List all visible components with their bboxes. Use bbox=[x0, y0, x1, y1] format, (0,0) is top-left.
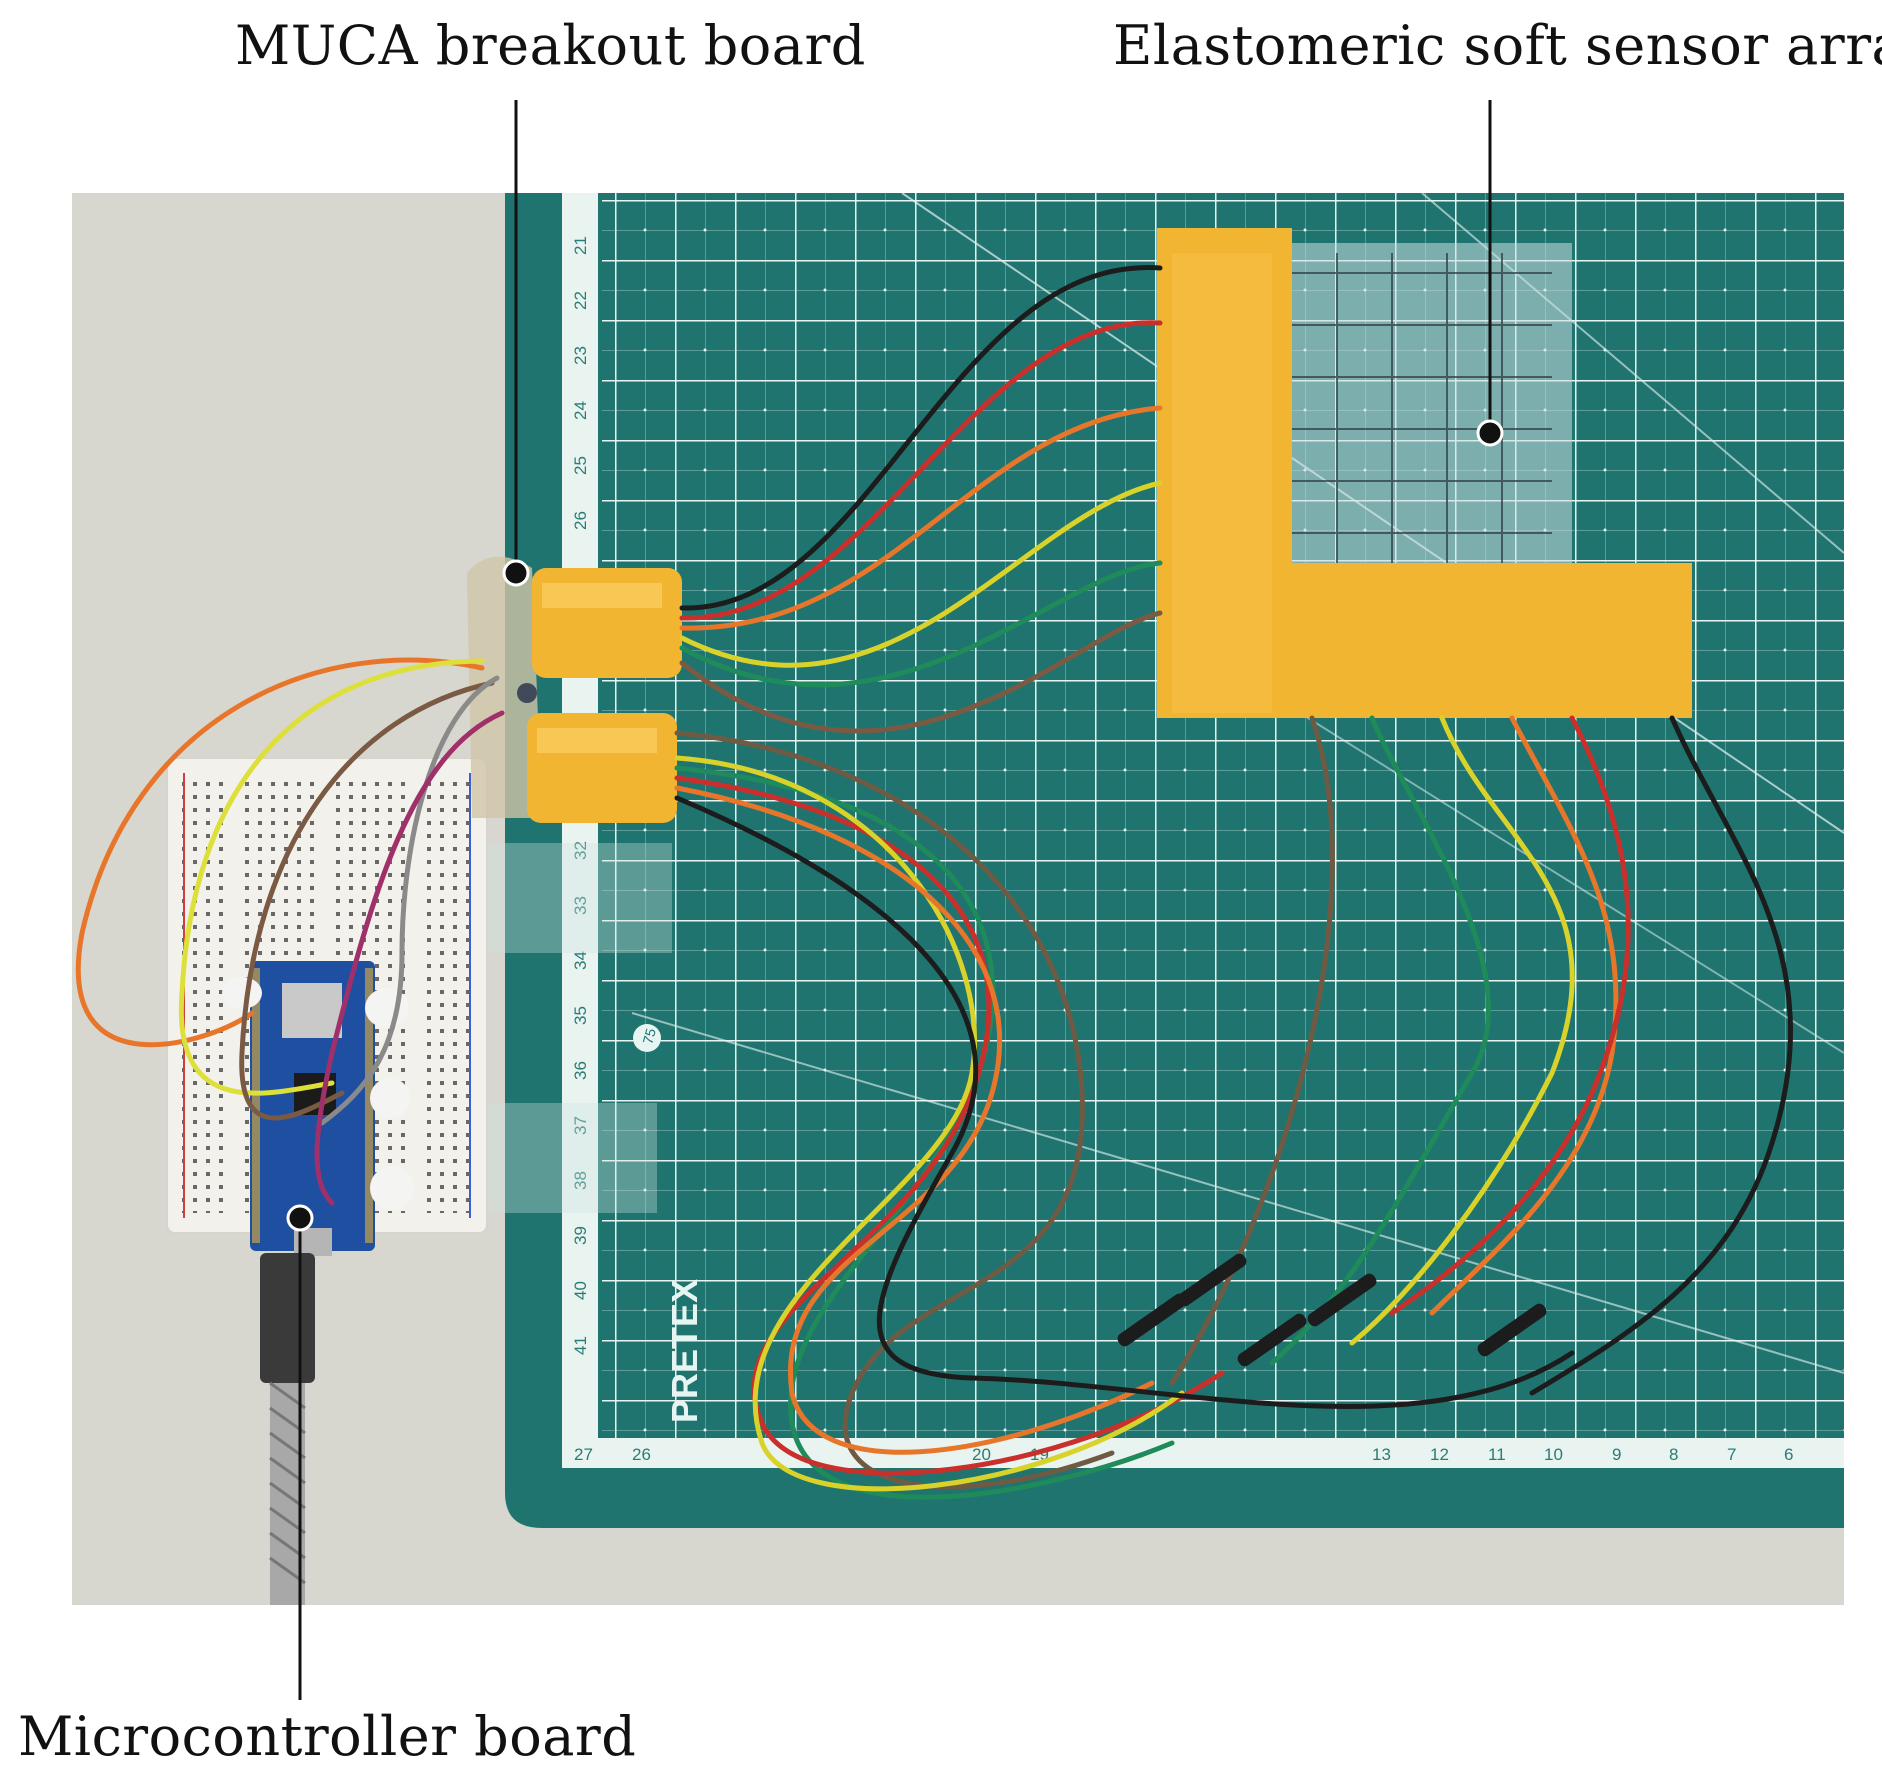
wire-black bbox=[679, 265, 1163, 611]
ruler-left-35: 35 bbox=[571, 1006, 590, 1025]
wire-orange-jumper bbox=[75, 657, 485, 1048]
wire-connector bbox=[1237, 1313, 1307, 1367]
wire-connector bbox=[1117, 1293, 1187, 1347]
ruler-bottom-11: 11 bbox=[1488, 1445, 1506, 1464]
muca-breakout-board-label: MUCA breakout board bbox=[235, 14, 866, 77]
wire-yellow bbox=[679, 480, 1163, 668]
setup-photo: 21 22 23 24 25 26 32 33 34 35 36 37 38 3… bbox=[72, 193, 1844, 1605]
angle-mark-75: 75 bbox=[639, 1026, 659, 1045]
wire-connector bbox=[1177, 1253, 1247, 1307]
elastomeric-sensor-array bbox=[1157, 228, 1692, 718]
ruler-left-39: 39 bbox=[571, 1226, 590, 1245]
wire-yellow-loop bbox=[674, 755, 1185, 1492]
clear-tape-strip bbox=[472, 843, 672, 953]
ruler-left-26: 26 bbox=[571, 511, 590, 530]
wire-purple-jumper bbox=[314, 710, 505, 1206]
mat-brand: PRETEX bbox=[664, 1279, 705, 1423]
wire-red-loop bbox=[674, 775, 1225, 1476]
wire-connector bbox=[1307, 1273, 1377, 1327]
wire-red bbox=[679, 320, 1163, 621]
sensor-leader-dot bbox=[1476, 419, 1504, 447]
wire-connector bbox=[1477, 1303, 1547, 1357]
ruler-left-24: 24 bbox=[571, 401, 590, 420]
wire-black-loop bbox=[674, 795, 1575, 1409]
ruler-bottom-20: 20 bbox=[972, 1445, 991, 1464]
wire-sensor-black bbox=[1529, 715, 1793, 1396]
wire-brown-loop bbox=[674, 730, 1115, 1490]
ruler-left-38: 38 bbox=[571, 1171, 590, 1190]
ruler-bottom-27: 27 bbox=[574, 1445, 593, 1464]
wire-green bbox=[679, 560, 1163, 688]
wire-sensor-green bbox=[1269, 715, 1491, 1366]
ruler-left-32: 32 bbox=[571, 841, 590, 860]
clear-tape-strip bbox=[477, 1103, 657, 1213]
wire-sensor-red bbox=[1389, 715, 1631, 1316]
wire-sensor-orange bbox=[1429, 715, 1619, 1316]
mounting-putty bbox=[222, 977, 414, 1210]
mcu-leader-dot bbox=[286, 1204, 314, 1232]
ruler-bottom-10: 10 bbox=[1544, 1445, 1563, 1464]
wire-sensor-yellow bbox=[1349, 715, 1575, 1346]
ruler-left-25: 25 bbox=[571, 456, 590, 475]
ruler-bottom-8: 8 bbox=[1669, 1445, 1678, 1464]
ruler-bottom-9: 9 bbox=[1612, 1445, 1621, 1464]
sensor-array-label: Elastomeric soft sensor array bbox=[1113, 14, 1882, 77]
wire-brown bbox=[679, 610, 1163, 734]
muca-leader-dot bbox=[502, 559, 530, 587]
ruler-left-34: 34 bbox=[571, 951, 590, 970]
ruler-left-22: 22 bbox=[571, 291, 590, 310]
wire-brown-jumper bbox=[239, 680, 495, 1121]
wire-gray-jumper bbox=[319, 675, 500, 1126]
ruler-bottom-7: 7 bbox=[1727, 1445, 1736, 1464]
ruler-left-40: 40 bbox=[571, 1281, 590, 1300]
wire-yellow-jumper bbox=[178, 658, 485, 1096]
ruler-left-33: 33 bbox=[571, 896, 590, 915]
wire-sensor-brown bbox=[1169, 715, 1335, 1386]
ruler-left-21: 21 bbox=[571, 236, 590, 255]
wire-orange bbox=[679, 405, 1163, 631]
ruler-left-36: 36 bbox=[571, 1061, 590, 1080]
ruler-bottom-12: 12 bbox=[1430, 1445, 1449, 1464]
ruler-left-23: 23 bbox=[571, 346, 590, 365]
microcontroller-board-label: Microcontroller board bbox=[18, 1705, 637, 1768]
wire-orange-loop bbox=[674, 785, 1155, 1455]
ruler-bottom-13: 13 bbox=[1372, 1445, 1391, 1464]
ruler-bottom-26: 26 bbox=[632, 1445, 651, 1464]
ruler-left-41: 41 bbox=[571, 1336, 590, 1355]
ruler-bottom-6: 6 bbox=[1784, 1445, 1793, 1464]
muca-breakout-board bbox=[467, 556, 682, 823]
ruler-left-37: 37 bbox=[571, 1116, 590, 1135]
